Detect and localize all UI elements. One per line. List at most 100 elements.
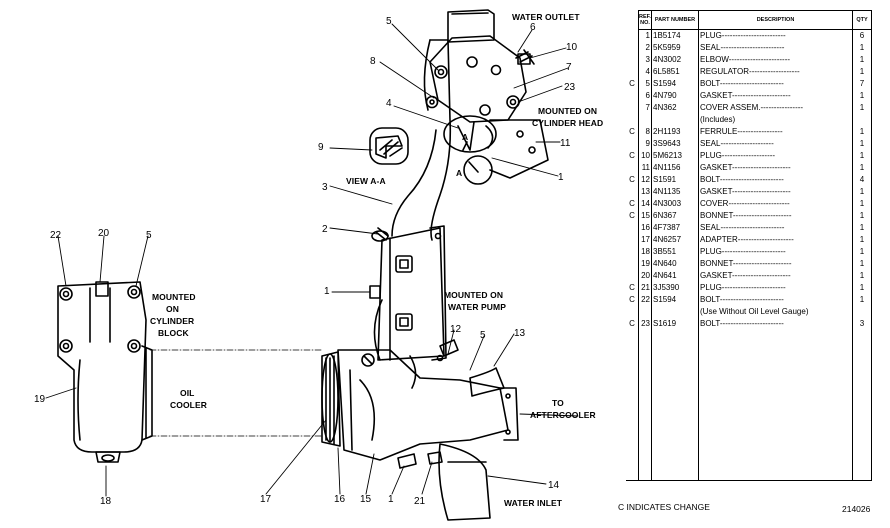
water-outlet-housing xyxy=(425,9,549,185)
change-flag-cell xyxy=(626,138,639,150)
change-flag-cell: C xyxy=(629,79,635,88)
description-cell: PLUG------------------------ xyxy=(698,29,853,42)
label-water-outlet: WATER OUTLET xyxy=(512,12,580,22)
description-cell: SEAL-------------------- xyxy=(698,138,853,150)
callout-17: 17 xyxy=(260,494,272,505)
qty-cell: 1 xyxy=(852,42,872,54)
description-cell: GASKET---------------------- xyxy=(698,90,853,102)
qty-cell: 1 xyxy=(852,210,872,222)
description-header: DESCRIPTION xyxy=(698,10,853,30)
qty-cell: 1 xyxy=(852,150,872,162)
change-flag-cell xyxy=(626,30,639,43)
callout-4: 4 xyxy=(386,98,392,109)
filler-cell xyxy=(852,330,872,481)
filler-cell xyxy=(638,330,652,481)
change-flag-cell xyxy=(626,258,639,270)
change-flag-cell xyxy=(626,186,639,198)
description-cell: COVER----------------------- xyxy=(698,198,853,210)
part-number-cell: 4F7387 xyxy=(651,222,699,234)
qty-cell: 1 xyxy=(852,162,872,174)
description-cell: GASKET---------------------- xyxy=(698,162,853,174)
ref-no-cell: 2 xyxy=(638,42,652,54)
label-mounted-on-cylinder-head-1: MOUNTED ON xyxy=(538,106,597,116)
ref-no-cell: 19 xyxy=(638,258,652,270)
qty-cell: 1 xyxy=(852,54,872,66)
change-flag-cell: C xyxy=(629,199,635,208)
callout-1: 1 xyxy=(558,172,564,183)
description-cell: BOLT------------------------ xyxy=(698,174,853,186)
label-mounted-on-cylinder-block-2: ON xyxy=(166,304,179,314)
callout-23: 23 xyxy=(564,82,576,93)
elbow-and-pump-housing xyxy=(369,39,452,389)
qty-cell: 1 xyxy=(852,126,872,138)
ref-no-cell: 6 xyxy=(638,90,652,102)
change-flag-cell xyxy=(626,222,639,234)
qty-cell: 1 xyxy=(852,66,872,78)
description-cell: PLUG------------------------ xyxy=(698,282,853,294)
description-cell: BOLT------------------------ xyxy=(698,318,853,330)
part-number-cell: 4N790 xyxy=(651,90,699,102)
center-lines xyxy=(149,349,323,437)
label-section-a-top: A xyxy=(462,132,468,142)
description-cell: GASKET---------------------- xyxy=(698,270,853,282)
parts-table-header: REF. NO. PART NUMBER DESCRIPTION QTY xyxy=(626,10,872,30)
description-cell: SEAL------------------------ xyxy=(698,222,853,234)
part-number-cell: 4N641 xyxy=(651,270,699,282)
description-cell: FERRULE----------------- xyxy=(698,126,853,138)
ref-no-cell: 17 xyxy=(638,234,652,246)
change-column-header xyxy=(626,11,639,30)
qty-cell: 1 xyxy=(852,234,872,246)
label-mounted-on-cylinder-block-4: BLOCK xyxy=(158,328,189,338)
change-flag-cell: C xyxy=(629,283,635,292)
callout-13: 13 xyxy=(514,328,526,339)
ref-no-cell: 3 xyxy=(638,54,652,66)
change-flag-cell: C xyxy=(629,175,635,184)
part-number-cell: S1594 xyxy=(651,78,699,90)
callout-19: 19 xyxy=(34,394,46,405)
part-number-cell: 4N3003 xyxy=(651,198,699,210)
leader-lines xyxy=(45,23,579,497)
qty-cell: 4 xyxy=(852,174,872,186)
description-cell: ADAPTER--------------------- xyxy=(698,234,853,246)
label-section-a-bottom: A xyxy=(456,168,462,178)
part-number-cell: 1B5174 xyxy=(651,29,699,42)
part-number-cell: 3S9643 xyxy=(651,138,699,150)
ref-no-cell: 12 xyxy=(638,174,652,186)
part-number-cell xyxy=(651,114,699,126)
qty-cell: 6 xyxy=(852,29,872,42)
ref-no-cell: 1 xyxy=(638,29,652,42)
ref-no-cell: 14 xyxy=(638,198,652,210)
change-flag-cell xyxy=(626,66,639,78)
filler-cell xyxy=(626,330,639,481)
part-number-cell: 5K5959 xyxy=(651,42,699,54)
ref-no-cell: 18 xyxy=(638,246,652,258)
callout-7: 7 xyxy=(566,62,572,73)
ref-no-cell xyxy=(638,306,652,318)
part-number-cell: 3J5390 xyxy=(651,282,699,294)
part-number-cell: 4N6257 xyxy=(651,234,699,246)
description-cell: BONNET---------------------- xyxy=(698,258,853,270)
part-number-cell xyxy=(651,306,699,318)
change-flag-cell xyxy=(626,270,639,282)
label-oil-cooler-2: COOLER xyxy=(170,400,207,410)
callout-22: 22 xyxy=(50,230,62,241)
ref-no-cell: 4 xyxy=(638,66,652,78)
description-cell: (Includes) xyxy=(698,114,853,126)
qty-cell: 1 xyxy=(852,102,872,114)
label-view-aa: VIEW A-A xyxy=(346,176,386,186)
description-cell: BOLT------------------------ xyxy=(698,294,853,306)
change-flag-cell xyxy=(626,42,639,54)
ref-no-cell: 21 xyxy=(638,282,652,294)
part-number-cell: 4N3002 xyxy=(651,54,699,66)
exploded-parts-diagram: 5 6 10 7 23 8 4 11 1 9 3 2 1 12 5 13 22 … xyxy=(34,9,603,521)
